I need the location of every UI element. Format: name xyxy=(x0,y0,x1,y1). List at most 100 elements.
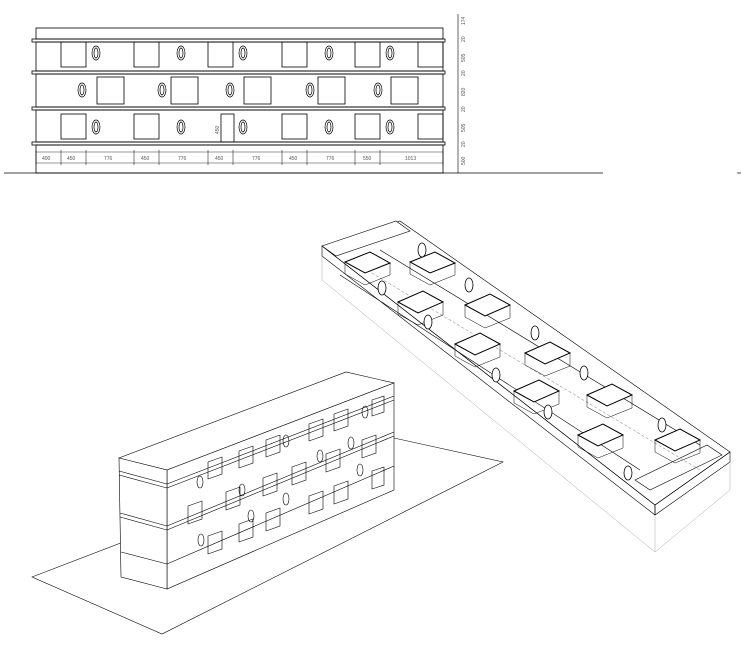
porthole xyxy=(91,119,101,135)
porthole xyxy=(282,434,290,448)
window xyxy=(354,113,381,140)
porthole xyxy=(579,365,589,381)
window xyxy=(225,486,241,511)
end-cap xyxy=(634,444,723,491)
window xyxy=(207,530,223,555)
window xyxy=(265,434,281,458)
floor-slab-0 xyxy=(31,141,446,146)
window xyxy=(291,461,307,486)
side-dimension-label: 820 xyxy=(461,87,467,96)
module xyxy=(576,423,625,459)
elevation-portholes xyxy=(77,45,395,135)
window xyxy=(390,76,419,105)
porthole xyxy=(423,314,433,330)
spine-line xyxy=(349,259,701,471)
module xyxy=(463,293,512,329)
porthole xyxy=(543,404,553,420)
dimension-label: 776 xyxy=(104,156,113,162)
window xyxy=(133,41,160,68)
window xyxy=(243,76,272,105)
exploded-portholes xyxy=(377,242,667,481)
porthole xyxy=(356,463,364,477)
porthole xyxy=(197,533,205,547)
porthole xyxy=(316,449,324,463)
side-dimension-label: 20 xyxy=(461,141,467,147)
window xyxy=(281,41,308,68)
side-dimension-label: 20 xyxy=(461,70,467,76)
window xyxy=(361,434,377,459)
window xyxy=(265,507,281,532)
porthole xyxy=(530,325,540,341)
window xyxy=(187,500,203,525)
dimension-label: 450 xyxy=(67,156,76,162)
window xyxy=(333,480,349,505)
module xyxy=(453,332,502,368)
side-dimensions: 174 20 505 20 820 20 505 20 500 450 xyxy=(215,16,467,165)
porthole xyxy=(247,509,255,523)
side-dimension-label: 20 xyxy=(461,36,467,42)
floor-slab-1 xyxy=(31,106,446,111)
window xyxy=(262,472,278,497)
floor-1 xyxy=(35,109,444,143)
dimension-label: 450 xyxy=(289,156,298,162)
porthole xyxy=(238,483,246,497)
porthole xyxy=(176,119,186,135)
dimension-label: 450 xyxy=(141,156,150,162)
isometric-building xyxy=(31,371,504,635)
roof-parapet xyxy=(35,27,444,40)
porthole xyxy=(491,367,501,383)
porthole xyxy=(225,82,235,98)
window xyxy=(133,113,160,140)
side-dimension-label: 505 xyxy=(461,123,467,132)
porthole xyxy=(176,45,186,61)
porthole xyxy=(373,82,383,98)
end-cap xyxy=(321,220,411,257)
dimension-label: 776 xyxy=(178,156,187,162)
window xyxy=(308,418,324,442)
window xyxy=(417,113,444,140)
window xyxy=(281,113,308,140)
module xyxy=(343,251,392,286)
porthole xyxy=(91,45,101,61)
side-dimension-label: 500 xyxy=(461,156,467,165)
window xyxy=(371,395,385,417)
porthole xyxy=(282,492,290,506)
floor-slab-3 xyxy=(31,38,446,43)
window xyxy=(308,490,324,515)
porthole xyxy=(157,82,167,98)
porthole xyxy=(77,82,87,98)
module xyxy=(523,341,572,377)
porthole xyxy=(305,82,315,98)
porthole xyxy=(238,119,248,135)
window xyxy=(417,41,444,68)
window xyxy=(371,466,385,490)
bottom-dimensions: 400 450 776 450 776 450 776 450 776 550 … xyxy=(35,150,444,165)
dimension-label: 400 xyxy=(42,156,51,162)
window xyxy=(238,445,254,469)
isometric-windows xyxy=(187,395,385,555)
window xyxy=(207,456,223,480)
porthole xyxy=(324,119,334,135)
window xyxy=(220,113,235,143)
module xyxy=(512,379,561,415)
window xyxy=(317,76,346,105)
porthole xyxy=(657,417,667,433)
porthole xyxy=(385,119,395,135)
window xyxy=(207,41,234,68)
dimension-label: 776 xyxy=(326,156,335,162)
floor-slab-2 xyxy=(31,70,446,75)
window xyxy=(333,408,349,432)
dimension-label: 776 xyxy=(252,156,261,162)
module xyxy=(653,428,702,464)
window xyxy=(238,518,254,543)
side-dimension-label: 174 xyxy=(461,16,467,25)
porthole xyxy=(196,475,204,489)
module xyxy=(408,251,457,286)
dimension-label: 1013 xyxy=(405,156,416,162)
elevation-windows xyxy=(60,41,444,143)
exploded-modules xyxy=(343,251,702,464)
porthole xyxy=(361,405,369,419)
window xyxy=(325,448,341,473)
ghost-volume xyxy=(321,256,731,553)
